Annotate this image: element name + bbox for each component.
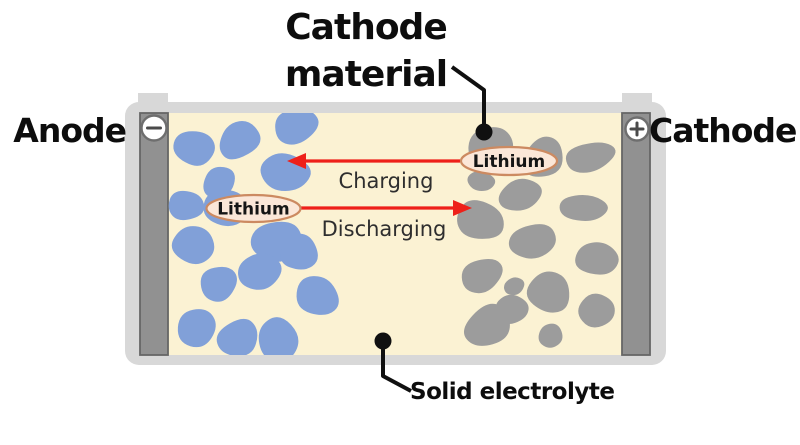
anode-particle — [275, 113, 319, 145]
svg-text:Cathode: Cathode — [285, 7, 446, 48]
lithium-badge-left: Lithium — [205, 193, 302, 224]
cathode-material-pointer — [450, 65, 493, 141]
anode-particle — [168, 190, 205, 221]
solid-electrolyte-label: Solid electrolyte — [410, 379, 614, 405]
cathode-particle — [559, 195, 608, 222]
anode-particle — [296, 276, 339, 315]
cathode-particle — [457, 200, 504, 239]
anode-particle — [219, 120, 261, 160]
cathode-particle — [578, 293, 615, 328]
charging-label: Charging — [339, 169, 434, 193]
svg-text:material: material — [285, 54, 447, 95]
minus-icon — [140, 114, 168, 142]
discharging-arrow — [301, 200, 472, 216]
cathode-particle — [575, 242, 619, 275]
cathode-material-label: Cathode material — [285, 7, 448, 95]
lithium-badge-right: Lithium — [459, 145, 559, 177]
cathode-particle — [565, 142, 616, 173]
lithium-label-left: Lithium — [217, 200, 290, 220]
plus-icon — [624, 116, 650, 142]
charging-arrow — [287, 153, 460, 169]
anode-particle — [280, 233, 318, 270]
cathode-particle — [538, 323, 563, 348]
anode-particle — [238, 253, 282, 290]
anode-particle — [173, 131, 215, 166]
cathode-terminal-bar — [621, 112, 651, 356]
cathode-particle — [498, 178, 542, 211]
cathode-particle — [526, 271, 570, 313]
cathode-particle — [467, 171, 496, 192]
cathode-particle — [461, 259, 503, 294]
anode-particle — [258, 317, 299, 355]
cathode-particle — [463, 303, 510, 346]
cathode-particle — [503, 277, 525, 296]
anode-label: Anode — [13, 111, 126, 150]
anode-particle — [216, 318, 258, 355]
discharging-label: Discharging — [322, 217, 447, 241]
anode-particle — [171, 226, 215, 265]
anode-particle — [177, 309, 216, 348]
lithium-label-right: Lithium — [473, 152, 546, 172]
anode-terminal-bar — [139, 112, 169, 356]
cathode-particle — [508, 224, 556, 259]
solid-electrolyte-pointer — [374, 332, 412, 393]
cathode-label: Cathode — [649, 111, 796, 150]
anode-particle — [200, 266, 237, 302]
